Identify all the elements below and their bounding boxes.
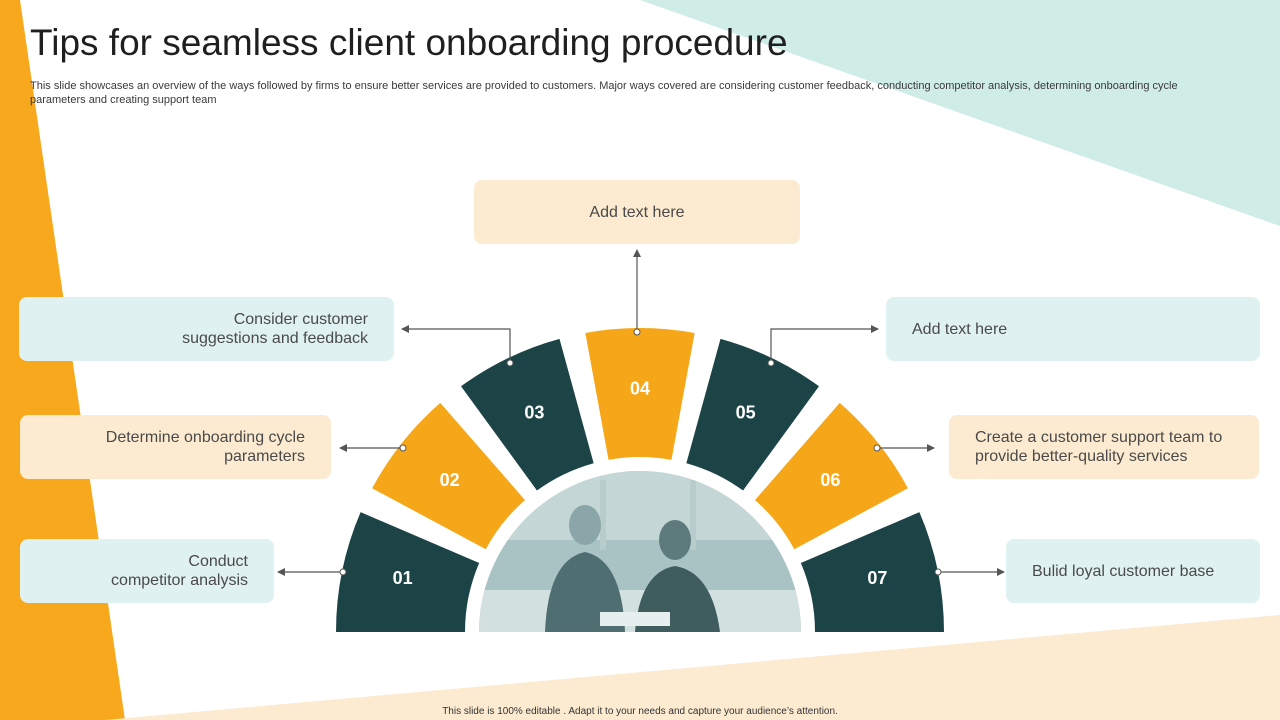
segment-01[interactable] [336,512,480,632]
connector-01-dot [339,568,347,576]
right-text-box-2[interactable]: Create a customer support team to provid… [949,415,1259,479]
left-text-box-1[interactable]: Consider customer suggestions and feedba… [19,297,394,361]
segment-number-03: 03 [524,403,544,423]
page-title: Tips for seamless client onboarding proc… [30,22,788,63]
segment-04[interactable] [585,328,695,460]
connector-04-dot [633,328,641,336]
right-text-box-1[interactable]: Add text here [886,297,1260,361]
left-text-3: Conduct competitor analysis [111,553,248,589]
connector-03 [401,325,511,363]
left-text-1: Consider customer suggestions and feedba… [182,311,368,347]
segment-03[interactable] [461,338,594,491]
segment-07[interactable] [800,512,944,632]
cream-bottom-shape [105,615,1280,720]
right-text-box-3[interactable]: Bulid loyal customer base [1006,539,1260,603]
segment-number-06: 06 [820,470,840,490]
meeting-photo [479,471,801,632]
segment-number-01: 01 [393,568,413,588]
segment-05[interactable] [686,338,819,491]
left-text-box-3[interactable]: Conduct competitor analysis [20,539,274,603]
left-text-box-2[interactable]: Determine onboarding cycle parameters [20,415,331,479]
connector-02-dot [399,444,407,452]
footer-note: This slide is 100% editable . Adapt it t… [442,706,838,717]
right-text-2: Create a customer support team to provid… [975,429,1223,465]
connector-05-dot [767,359,775,367]
connector-06-dot [873,444,881,452]
mint-corner-shape [640,0,1280,226]
segments-layer: 01 02 03 04 05 06 07 [336,328,944,632]
page-subtitle: This slide showcases an overview of the … [30,80,1178,106]
left-text-2: Determine onboarding cycle parameters [105,429,305,465]
connector-07-dot [934,568,942,576]
segment-number-04: 04 [630,379,650,399]
top-text-box[interactable]: Add text here [474,180,800,244]
segment-02[interactable] [372,402,526,550]
connector-03-dot [506,359,514,367]
right-text-1: Add text here [912,320,1008,338]
top-text: Add text here [589,203,685,221]
segment-06[interactable] [754,402,908,550]
segment-number-07: 07 [867,568,887,588]
connector-05 [770,325,879,363]
segment-number-05: 05 [736,403,756,423]
segment-number-02: 02 [440,470,460,490]
connectors-layer [277,249,1005,576]
right-text-3: Bulid loyal customer base [1032,562,1215,580]
